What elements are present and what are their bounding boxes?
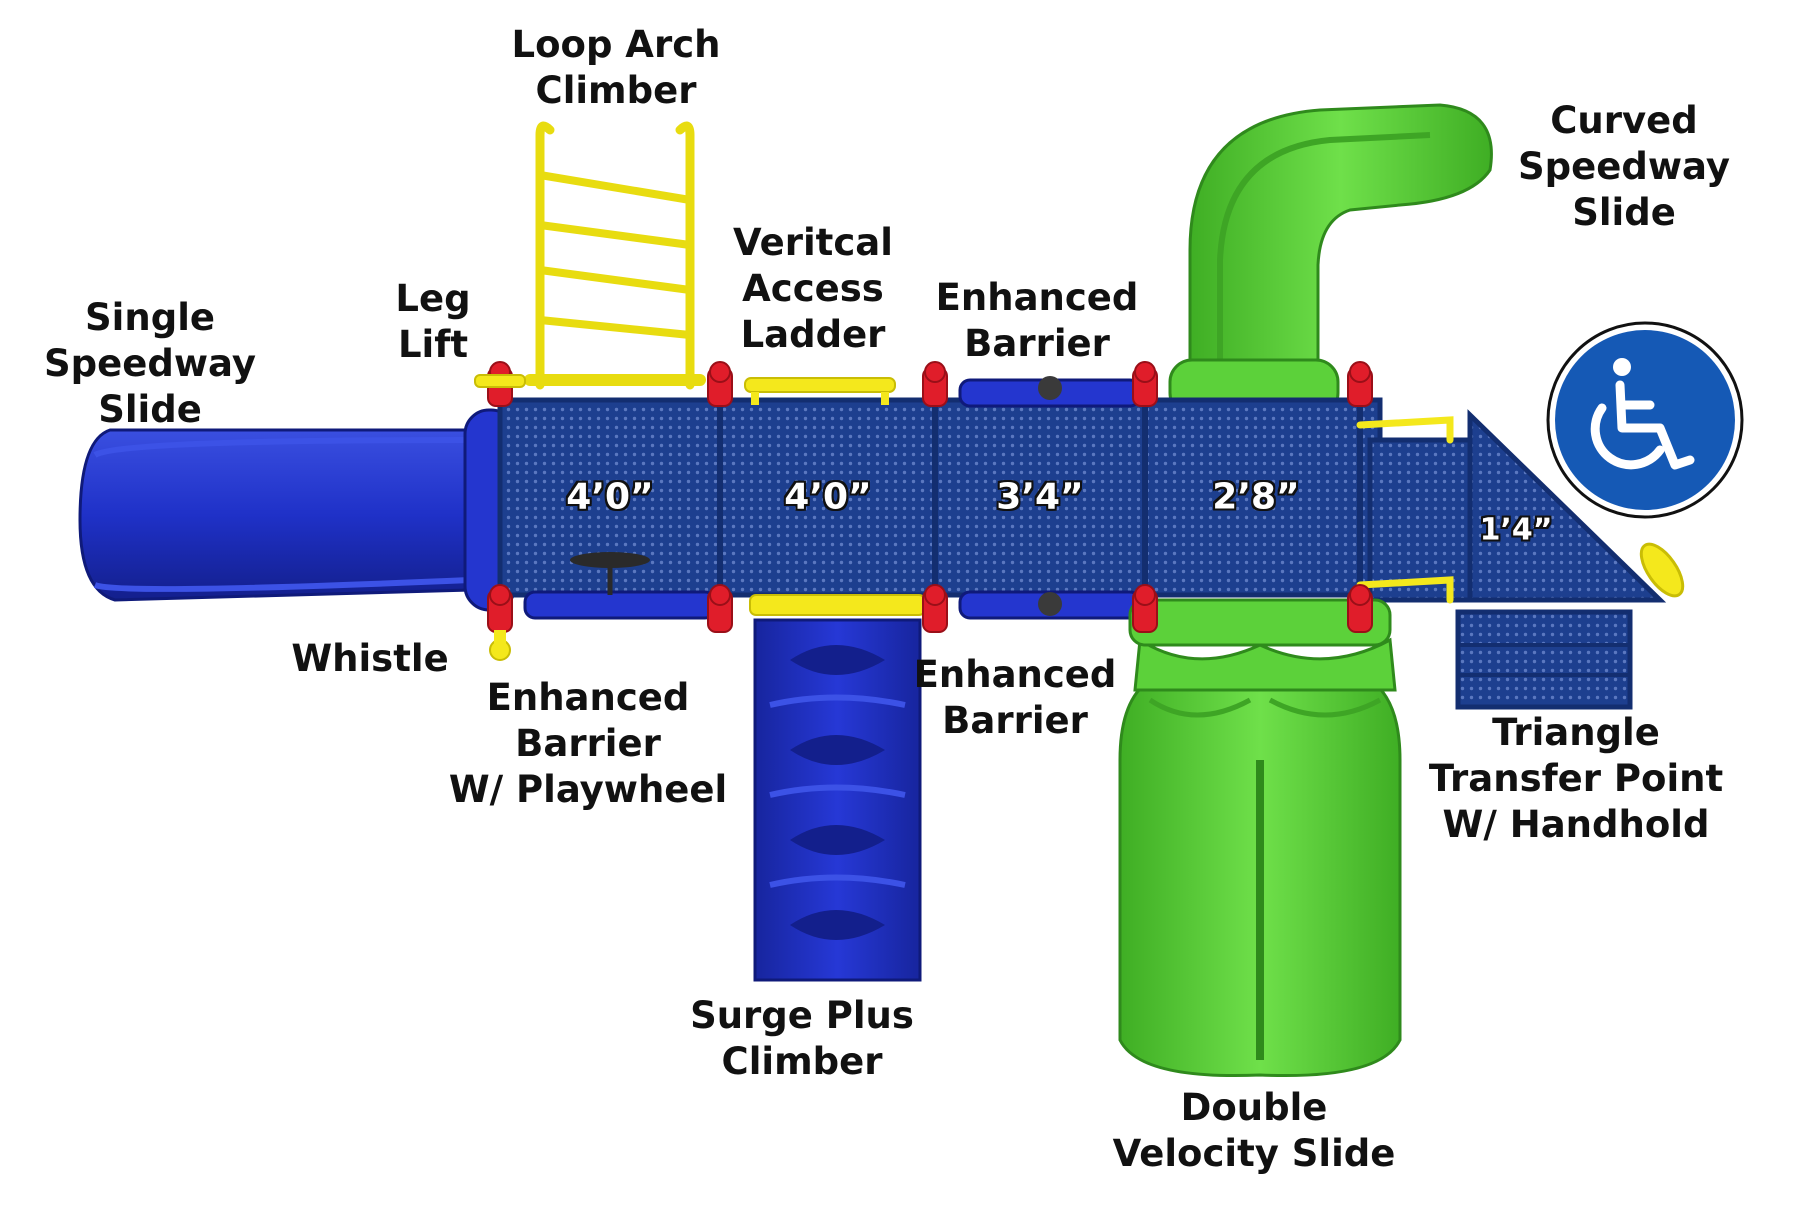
label-line: Leg <box>395 277 471 320</box>
label-leg-lift: Leg Lift <box>395 276 470 368</box>
post-cap <box>1132 584 1158 633</box>
post-cap <box>1132 361 1158 407</box>
label-line: Slide <box>98 388 202 431</box>
label-line: W/ Handhold <box>1442 803 1710 846</box>
wheelchair-icon <box>1590 358 1695 470</box>
label-line: W/ Playwheel <box>448 768 728 811</box>
label-line: Enhanced <box>913 653 1117 696</box>
label-vertical-access-ladder: Veritcal Access Ladder <box>733 220 893 358</box>
post-cap <box>1347 361 1373 407</box>
label-line: Barrier <box>942 699 1088 742</box>
label-double-velocity-slide: Double Velocity Slide <box>1113 1085 1396 1177</box>
label-line: Climber <box>721 1040 883 1083</box>
triangle-transfer-point <box>1356 409 1685 710</box>
label-line: Climber <box>535 69 697 112</box>
enhanced-barrier-playwheel <box>523 552 717 620</box>
deck-height-3: 3’4” <box>996 476 1084 518</box>
deck-height-4: 2’8” <box>1212 476 1300 518</box>
label-line: Access <box>742 267 884 310</box>
label-line: Barrier <box>964 322 1110 365</box>
label-loop-arch-climber: Loop Arch Climber <box>512 22 721 114</box>
label-surge-plus-climber: Surge Plus Climber <box>690 993 914 1085</box>
surge-plus-climber <box>749 594 926 982</box>
enhanced-barrier-bottom <box>958 590 1142 620</box>
post-cap <box>487 584 513 633</box>
deck-height-2: 4’0” <box>784 476 872 518</box>
leg-lift <box>474 374 526 388</box>
label-line: Velocity Slide <box>1112 1132 1396 1175</box>
post-cap <box>707 361 733 407</box>
label-line: Enhanced <box>486 676 690 719</box>
label-line: Whistle <box>291 637 449 680</box>
label-line: Transfer Point <box>1428 757 1724 800</box>
label-enhanced-barrier-playwheel: Enhanced Barrier W/ Playwheel <box>449 675 727 813</box>
label-curved-speedway-slide: Curved Speedway Slide <box>1518 98 1730 236</box>
post-cap <box>707 584 733 633</box>
double-velocity-slide <box>1118 598 1402 1078</box>
label-line: Surge Plus <box>690 994 914 1037</box>
post-cap <box>922 361 948 407</box>
accessibility-sign <box>1546 321 1744 519</box>
label-line: Ladder <box>740 313 886 356</box>
label-line: Speedway <box>1518 145 1730 188</box>
post-caps <box>487 361 1373 633</box>
label-line: Speedway <box>44 342 256 385</box>
curved-speedway-slide <box>1168 103 1493 417</box>
label-line: Slide <box>1572 191 1676 234</box>
label-enhanced-barrier-top: Enhanced Barrier <box>936 275 1139 367</box>
label-line: Veritcal <box>733 221 893 264</box>
post-cap <box>1347 584 1373 633</box>
label-line: Loop Arch <box>511 23 721 66</box>
label-line: Triangle <box>1492 711 1660 754</box>
enhanced-barrier-top <box>958 376 1142 408</box>
label-whistle: Whistle <box>291 636 448 682</box>
label-line: Single <box>85 296 215 339</box>
deck-height-1: 4’0” <box>566 476 654 518</box>
loop-arch-climber <box>524 121 706 390</box>
label-line: Curved <box>1550 99 1698 142</box>
whistle <box>489 630 511 661</box>
label-line: Enhanced <box>935 276 1139 319</box>
label-single-speedway-slide: Single Speedway Slide <box>44 295 256 433</box>
vertical-access-ladder <box>744 377 896 405</box>
label-triangle-transfer-point: Triangle Transfer Point W/ Handhold <box>1429 710 1723 848</box>
label-line: Lift <box>397 323 469 366</box>
label-enhanced-barrier-bottom: Enhanced Barrier <box>914 652 1117 744</box>
post-cap <box>922 584 948 633</box>
single-speedway-slide <box>78 408 517 612</box>
label-line: Barrier <box>515 722 661 765</box>
deck-height-5: 1’4” <box>1479 512 1553 548</box>
label-line: Double <box>1180 1086 1328 1129</box>
